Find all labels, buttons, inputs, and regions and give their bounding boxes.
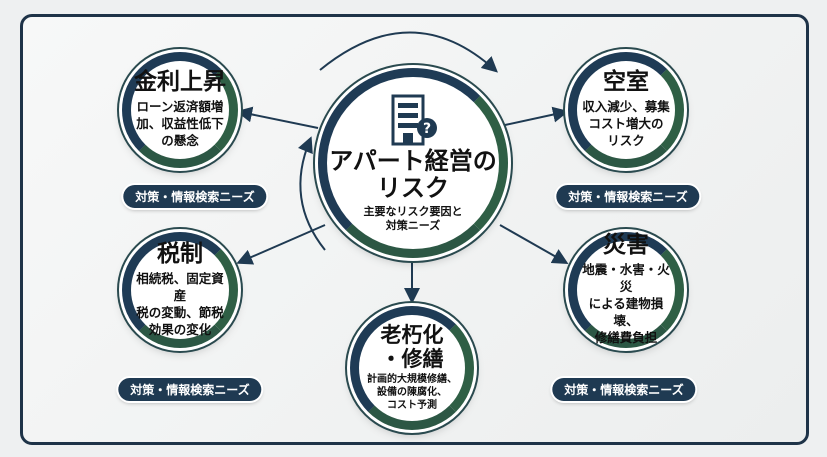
needs-pill-kuushitsu[interactable]: 対策・情報検索ニーズ <box>556 185 700 208</box>
risk-title: 税制 <box>157 240 203 267</box>
needs-pill-zeisei[interactable]: 対策・情報検索ニーズ <box>118 378 262 401</box>
arrow-to-saigai <box>499 224 569 264</box>
building-question-icon: ? <box>391 94 437 146</box>
risk-desc: 収入減少、募集コスト増大のリスク <box>582 99 670 149</box>
risk-title: 老朽化・修繕 <box>380 323 444 371</box>
risk-node-roukyuu[interactable]: 老朽化・修繕 計画的大規模修繕、設備の陳腐化、コスト予測 <box>350 306 474 430</box>
risk-node-kinri[interactable]: 金利上昇 ローン返済額増加、収益性低下の懸念 <box>122 52 238 168</box>
arrow-to-kuushitsu <box>504 106 569 126</box>
outer-arc-top <box>319 31 498 73</box>
arrow-to-zeisei <box>236 224 326 265</box>
risk-desc: ローン返済額増加、収益性低下の懸念 <box>136 99 224 149</box>
needs-pill-saigai[interactable]: 対策・情報検索ニーズ <box>552 378 696 401</box>
svg-text:?: ? <box>423 121 431 137</box>
center-node: ? アパート経営のリスク 主要なリスク要因と対策ニーズ <box>318 68 508 258</box>
risk-desc: 相続税、固定資産税の変動、節税効果の変化 <box>136 270 224 337</box>
center-subtitle: 主要なリスク要因と対策ニーズ <box>363 205 463 233</box>
risk-title: 金利上昇 <box>134 69 226 96</box>
risk-title: 災害 <box>603 232 649 259</box>
risk-node-zeisei[interactable]: 税制 相続税、固定資産税の変動、節税効果の変化 <box>122 232 238 348</box>
outer-arc-left <box>298 136 326 251</box>
risk-node-saigai[interactable]: 災害 地震・水害・火災による建物損壊、修繕費負担 <box>568 232 684 348</box>
needs-pill-kinri[interactable]: 対策・情報検索ニーズ <box>123 185 267 208</box>
center-title: アパート経営のリスク <box>329 147 497 202</box>
risk-desc: 計画的大規模修繕、設備の陳腐化、コスト予測 <box>367 373 457 411</box>
risk-title: 空室 <box>603 69 649 96</box>
risk-node-kuushitsu[interactable]: 空室 収入減少、募集コスト増大のリスク <box>568 52 684 168</box>
arrow-to-kinri <box>236 106 319 129</box>
risk-desc: 地震・水害・火災による建物損壊、修繕費負担 <box>582 262 670 345</box>
